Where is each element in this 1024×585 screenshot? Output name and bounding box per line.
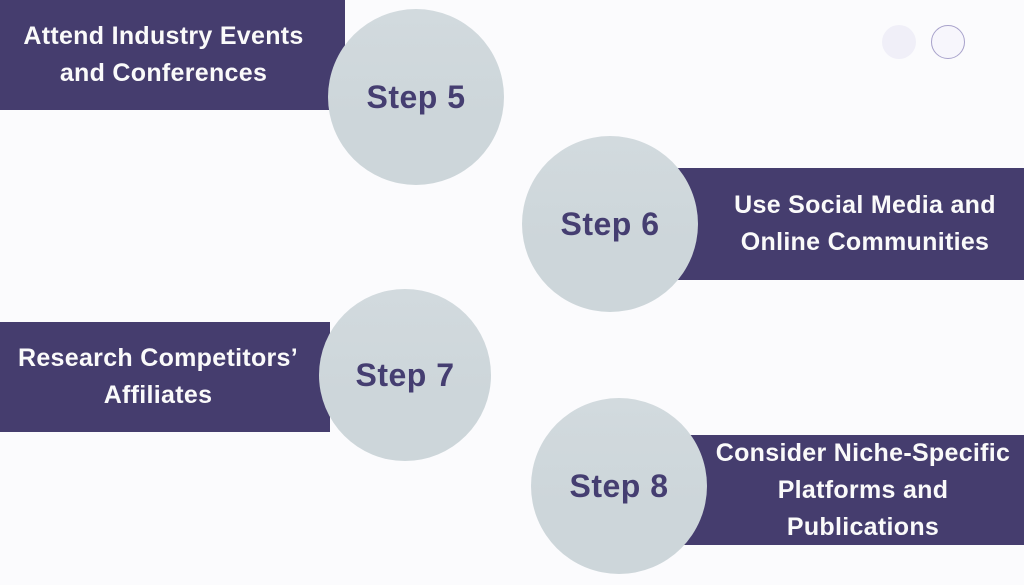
- step-7-circle: Step 7: [319, 289, 491, 461]
- step-6-title-line: Online Communities: [740, 228, 990, 256]
- filled-dot-icon: [882, 25, 916, 59]
- step-6-circle: Step 6: [522, 136, 698, 312]
- step-8-label: Step 8: [569, 467, 669, 504]
- step-6-title-line: Use Social Media and: [734, 191, 996, 219]
- step-7-title-line: Affiliates: [103, 381, 213, 409]
- step-8-title-line: Publications: [786, 512, 940, 541]
- step-5-title-line: Attend Industry Events: [23, 22, 304, 50]
- step-5-banner: Attend Industry Events and Conferences: [0, 0, 345, 110]
- step-8-title-line: Platforms and: [777, 475, 949, 504]
- step-5-label: Step 5: [366, 78, 466, 115]
- step-8-circle: Step 8: [531, 398, 707, 574]
- step-5-title-line: and Conferences: [59, 59, 268, 87]
- step-5-circle: Step 5: [328, 9, 504, 185]
- step-6-label: Step 6: [560, 205, 660, 242]
- step-8-title-line: Consider Niche-Specific: [715, 438, 1011, 467]
- step-7-banner: Research Competitors’ Affiliates: [0, 322, 330, 432]
- step-7-label: Step 7: [355, 356, 455, 393]
- step-7-title-line: Research Competitors’: [18, 344, 298, 372]
- step-8-banner: Consider Niche-Specific Platforms and Pu…: [670, 435, 1024, 545]
- outlined-dot-icon: [931, 25, 965, 59]
- step-6-banner: Use Social Media and Online Communities: [660, 168, 1024, 280]
